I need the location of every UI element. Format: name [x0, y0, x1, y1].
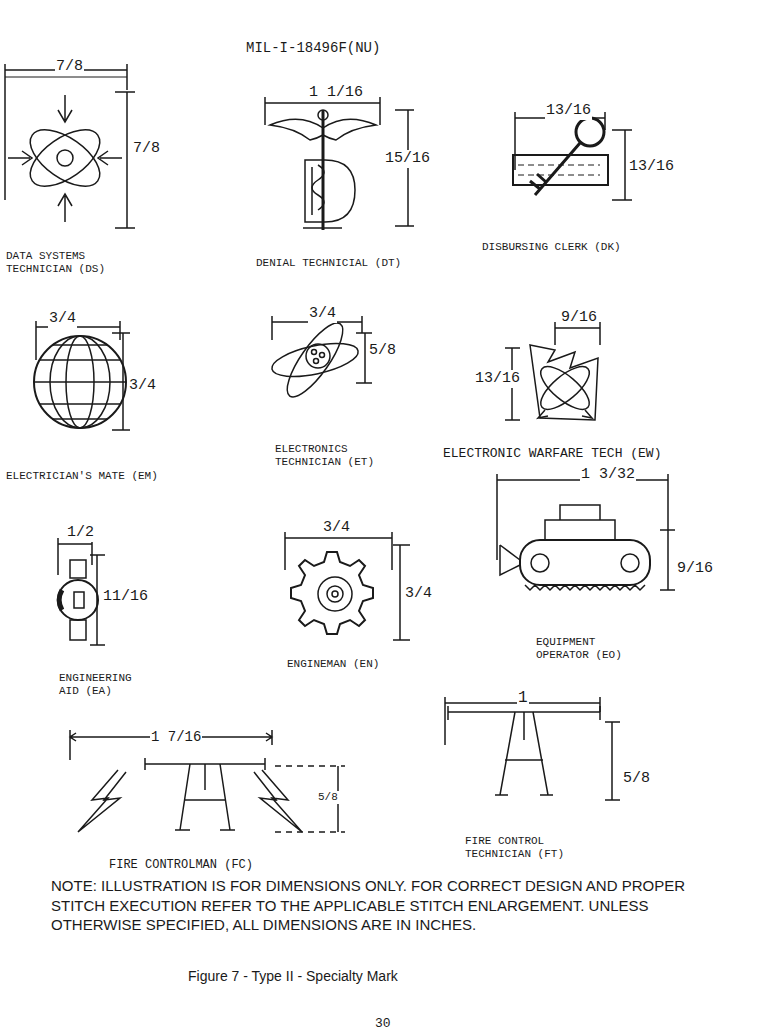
mark-name: FIRE CONTROLMAN (FC) — [108, 858, 254, 872]
mark-name: ENGINEMAN (EN) — [286, 658, 380, 671]
dimension: 13/16 — [545, 102, 592, 120]
dimension: 9/16 — [676, 560, 714, 578]
dimension: 9/16 — [560, 309, 598, 327]
mark-name: ELECTRICIAN'S MATE (EM) — [5, 470, 159, 483]
dimension: 5/8 — [622, 770, 651, 788]
dimension: 1/2 — [66, 524, 95, 542]
dimension: 13/16 — [628, 158, 675, 176]
mark-name: ENGINEERING AID (EA) — [58, 672, 150, 698]
dimension: 3/4 — [404, 585, 433, 603]
page-number: 30 — [374, 1016, 392, 1032]
figure-caption: Figure 7 - Type II - Specialty Mark — [187, 968, 399, 985]
dimension: 1 3/32 — [580, 466, 636, 484]
mark-name: FIRE CONTROL TECHNICIAN (FT) — [464, 835, 596, 861]
et-mark — [269, 316, 372, 404]
dimension: 3/4 — [128, 377, 157, 395]
dimension: 1 1/16 — [308, 84, 364, 102]
dimension: 7/8 — [132, 140, 161, 158]
dimension: 7/8 — [55, 58, 84, 76]
dimension: 13/16 — [474, 370, 521, 388]
dimension: 15/16 — [384, 150, 431, 168]
mark-name: DENIAL TECHNICIAL (DT) — [255, 257, 402, 270]
page-header: MIL-I-18496F(NU) — [245, 40, 381, 57]
ds-mark — [5, 64, 135, 228]
dimension: 5/8 — [317, 791, 339, 804]
ft-mark — [445, 697, 620, 800]
dimension: 1 — [517, 689, 529, 708]
dimension: 11/16 — [102, 588, 149, 606]
en-mark — [285, 532, 410, 640]
mark-name: ELECTRONICS TECHNICIAN (ET) — [274, 443, 396, 469]
fc-mark — [70, 730, 345, 832]
ea-mark — [58, 538, 105, 645]
em-mark — [34, 321, 130, 430]
eo-mark — [497, 474, 675, 590]
dk-mark — [513, 112, 632, 200]
dimension: 3/4 — [322, 519, 351, 537]
dimension: 1 7/16 — [150, 729, 202, 746]
dimension: 3/4 — [48, 310, 77, 328]
mark-name: DATA SYSTEMS TECHNICIAN (DS) — [5, 250, 147, 276]
mark-name: ELECTRONIC WARFARE TECH (EW) — [442, 446, 662, 462]
mark-name: DISBURSING CLERK (DK) — [481, 241, 622, 254]
dimension: 3/4 — [308, 305, 337, 323]
dimension: 5/8 — [368, 342, 397, 360]
note-text: NOTE: ILLUSTRATION IS FOR DIMENSIONS ONL… — [50, 876, 742, 935]
mark-name: EQUIPMENT OPERATOR (EO) — [535, 636, 637, 662]
